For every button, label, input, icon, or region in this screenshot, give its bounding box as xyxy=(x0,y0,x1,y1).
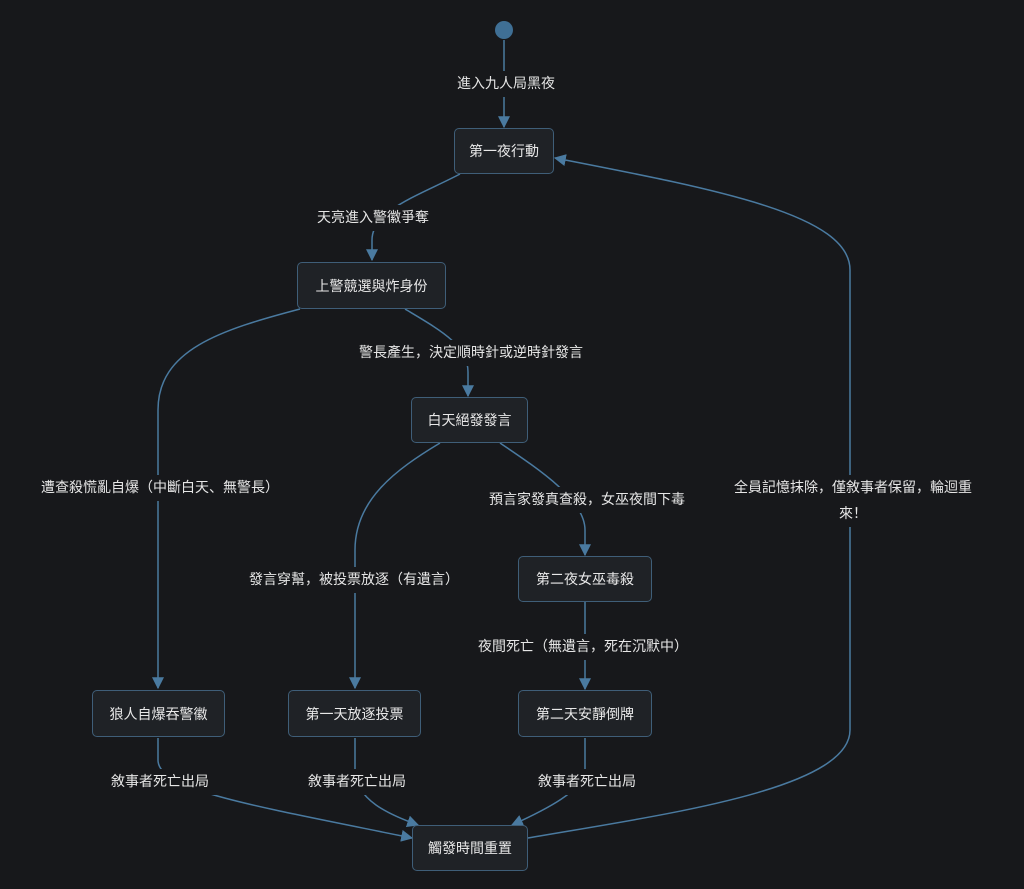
edge-election-to-wolf-explode xyxy=(152,308,301,690)
node-wolf-explode[interactable]: 狼人自爆吞警徽 xyxy=(92,690,225,737)
edge-label-dawn: 天亮進入警徽爭奪 xyxy=(305,205,441,231)
node-day-speech[interactable]: 白天絕發發言 xyxy=(411,397,528,443)
edge-label-sheriff: 警長產生，決定順時針或逆時針發言 xyxy=(339,340,603,366)
edge-label-memory-reset: 全員記憶抹除，僅敘事者保留，輪迴重來！ xyxy=(720,475,986,527)
edge-label-narrator-out-2: 敘事者死亡出局 xyxy=(296,769,418,795)
edge-label-narrator-out-1: 敘事者死亡出局 xyxy=(99,769,221,795)
node-day1-vote[interactable]: 第一天放逐投票 xyxy=(288,690,421,737)
edge-reset-to-night1 xyxy=(527,154,851,839)
edge-label-wolf-explode: 遭查殺慌亂自爆（中斷白天、無警長） xyxy=(34,475,286,501)
edge-wolf-explode-to-reset xyxy=(157,738,414,842)
start-state xyxy=(495,21,513,39)
edge-day-speech-to-vote xyxy=(349,442,441,690)
edge-label-seer-witch: 預言家發真查殺，女巫夜間下毒 xyxy=(471,487,703,513)
node-night2-poison[interactable]: 第二夜女巫毒殺 xyxy=(518,556,652,602)
node-day2-death[interactable]: 第二天安靜倒牌 xyxy=(518,690,652,737)
edge-label-narrator-out-3: 敘事者死亡出局 xyxy=(526,769,648,795)
node-night1[interactable]: 第一夜行動 xyxy=(454,128,554,174)
node-time-reset[interactable]: 觸發時間重置 xyxy=(412,825,528,871)
edge-label-night-death: 夜間死亡（無遺言，死在沉默中） xyxy=(463,634,703,660)
edge-label-enter-night: 進入九人局黑夜 xyxy=(446,71,566,97)
edge-label-voted-out: 發言穿幫，被投票放逐（有遺言） xyxy=(232,567,476,593)
node-election[interactable]: 上警競選與炸身份 xyxy=(297,262,446,309)
